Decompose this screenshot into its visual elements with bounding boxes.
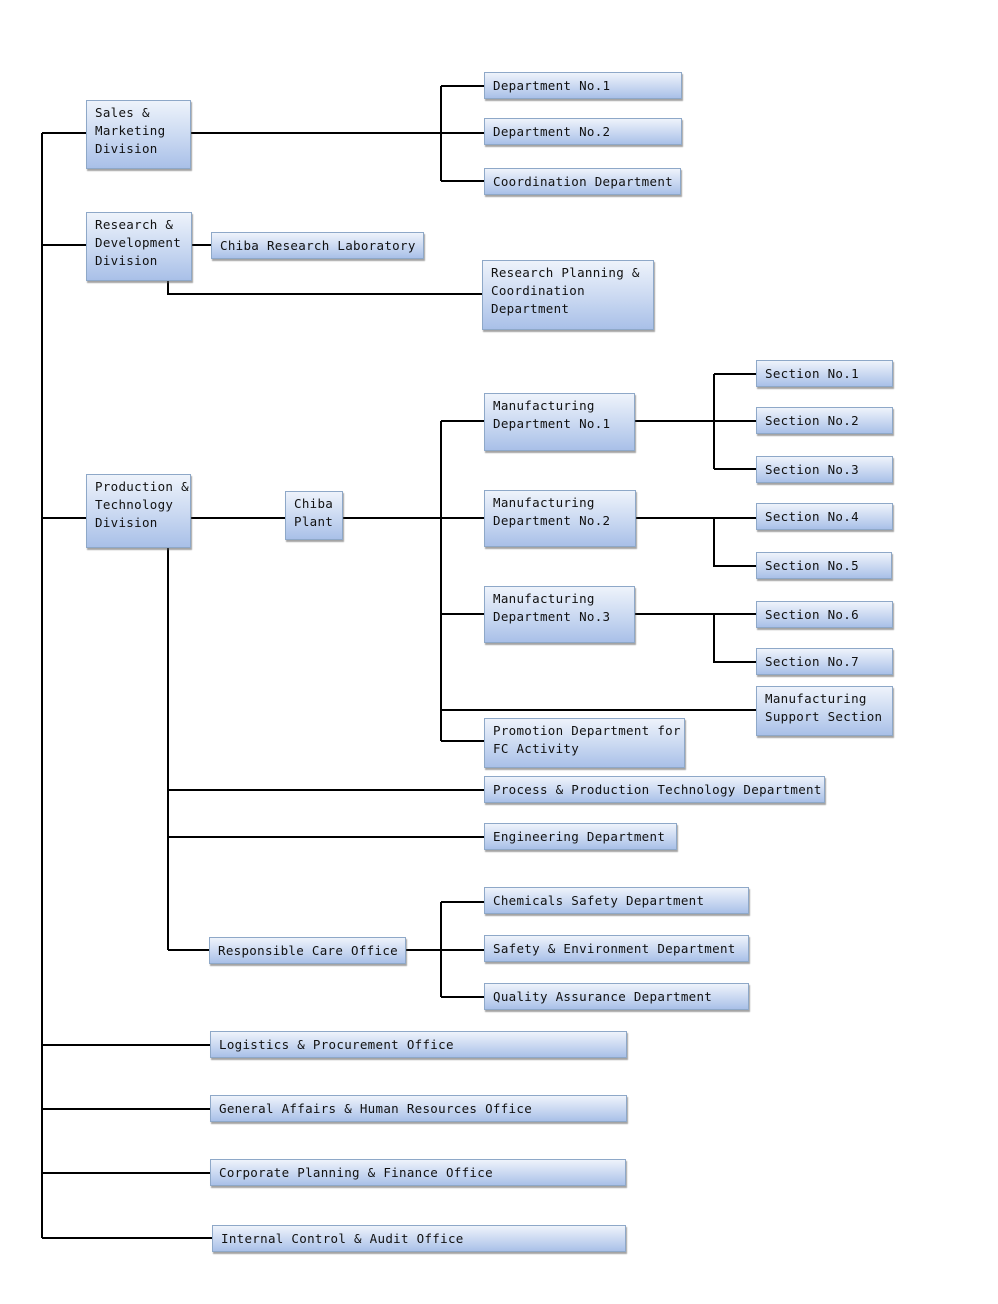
internal-control-audit-office: Internal Control & Audit Office bbox=[212, 1225, 626, 1252]
section-no-3: Section No.3 bbox=[756, 456, 893, 483]
quality-assurance-department: Quality Assurance Department bbox=[484, 983, 749, 1010]
manufacturing-department-no-1: Manufacturing Department No.1 bbox=[484, 393, 635, 451]
corporate-planning-finance-office: Corporate Planning & Finance Office bbox=[210, 1159, 626, 1186]
production-technology-division: Production & Technology Division bbox=[86, 474, 191, 548]
promotion-department-fc-activity: Promotion Department for FC Activity bbox=[484, 718, 685, 768]
responsible-care-office: Responsible Care Office bbox=[209, 937, 406, 964]
manufacturing-department-no-2: Manufacturing Department No.2 bbox=[484, 490, 636, 547]
chiba-research-laboratory: Chiba Research Laboratory bbox=[211, 232, 424, 259]
sales-marketing-division: Sales & Marketing Division bbox=[86, 100, 191, 169]
chiba-plant: Chiba Plant bbox=[285, 491, 343, 540]
section-no-6: Section No.6 bbox=[756, 601, 893, 628]
section-no-4: Section No.4 bbox=[756, 503, 893, 530]
section-no-5: Section No.5 bbox=[756, 552, 892, 579]
section-no-1: Section No.1 bbox=[756, 360, 893, 387]
section-no-7: Section No.7 bbox=[756, 648, 893, 675]
section-no-2: Section No.2 bbox=[756, 407, 893, 434]
engineering-department: Engineering Department bbox=[484, 823, 677, 850]
chemicals-safety-department: Chemicals Safety Department bbox=[484, 887, 749, 914]
process-production-technology-department: Process & Production Technology Departme… bbox=[484, 776, 825, 803]
department-no-1: Department No.1 bbox=[484, 72, 682, 99]
research-planning-coordination-department: Research Planning & Coordination Departm… bbox=[482, 260, 654, 330]
coordination-department: Coordination Department bbox=[484, 168, 681, 195]
logistics-procurement-office: Logistics & Procurement Office bbox=[210, 1031, 627, 1058]
manufacturing-support-section: Manufacturing Support Section bbox=[756, 686, 893, 736]
safety-environment-department: Safety & Environment Department bbox=[484, 935, 749, 962]
department-no-2: Department No.2 bbox=[484, 118, 682, 145]
research-development-division: Research & Development Division bbox=[86, 212, 192, 281]
manufacturing-department-no-3: Manufacturing Department No.3 bbox=[484, 586, 635, 643]
general-affairs-human-resources-office: General Affairs & Human Resources Office bbox=[210, 1095, 627, 1122]
